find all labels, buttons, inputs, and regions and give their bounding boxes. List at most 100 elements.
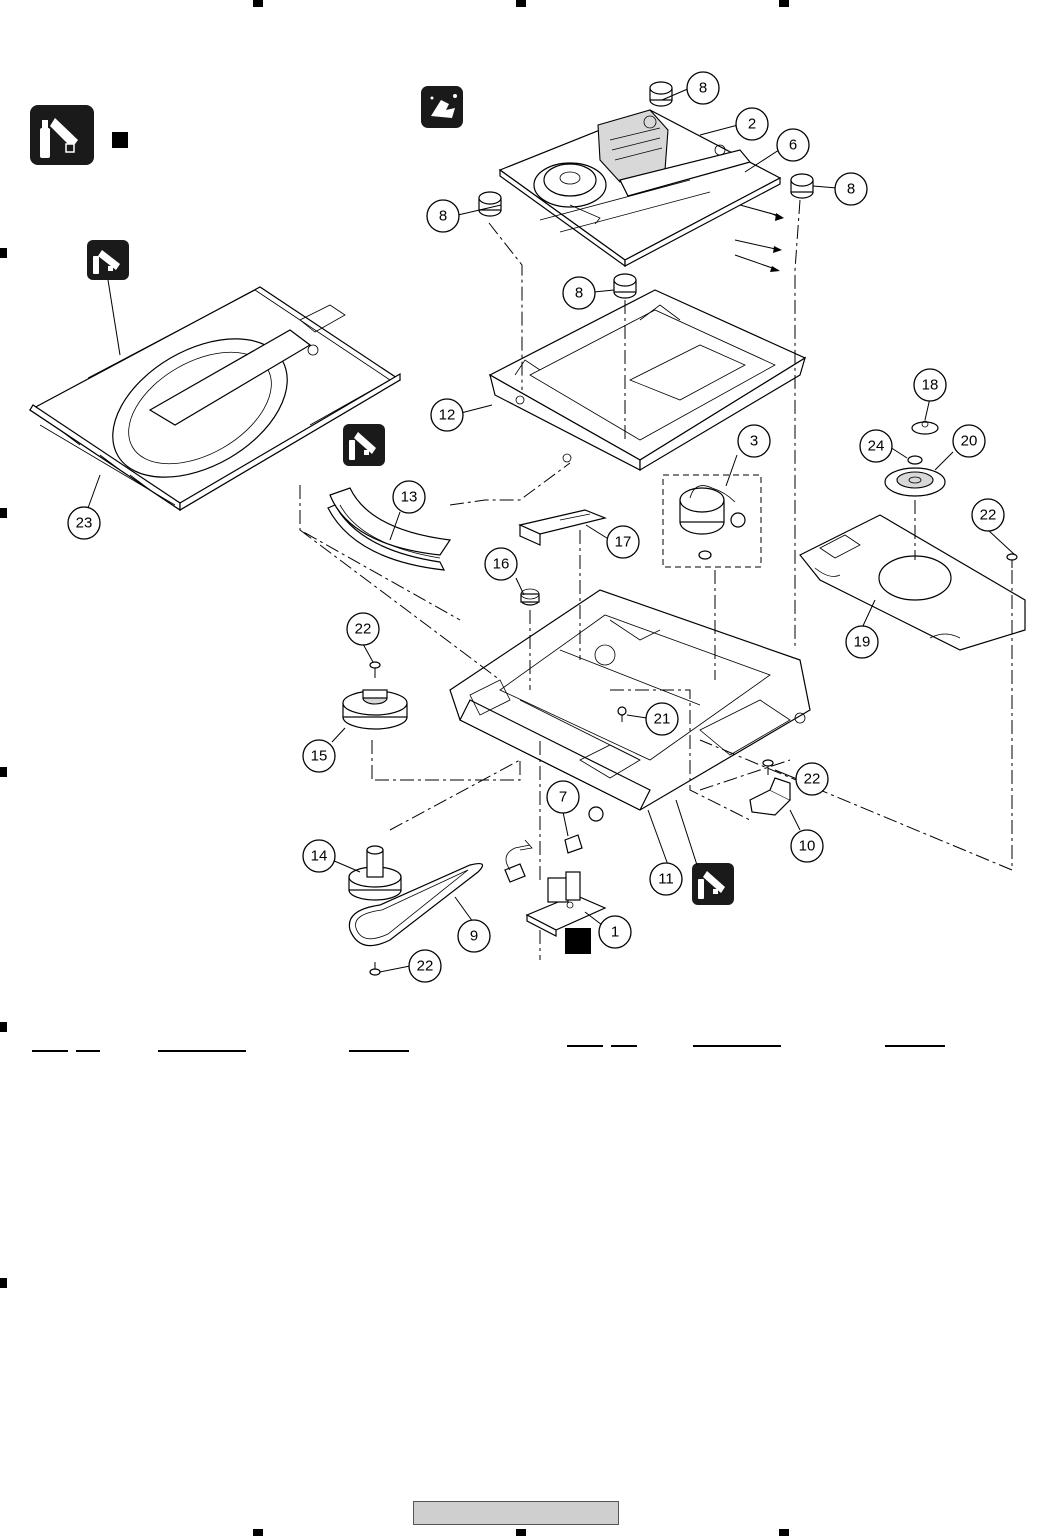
pulley-gear-part	[342, 689, 408, 730]
callout-label: 8	[699, 80, 707, 97]
table-header-rule	[693, 1045, 781, 1047]
clamper-part	[911, 420, 939, 435]
cam-gear-part	[327, 487, 452, 571]
disc-tray-part	[28, 286, 402, 512]
loading-motor-part	[679, 485, 746, 560]
callout-label: 14	[311, 848, 328, 865]
callout-label: 8	[847, 181, 855, 198]
motor-detail-box	[662, 474, 762, 568]
damper-part	[613, 273, 637, 299]
callout-9: 9	[457, 919, 491, 953]
screw-part	[369, 661, 381, 678]
bracket-part	[749, 777, 792, 816]
callout-15: 15	[302, 739, 336, 773]
cleaning-wipe-icon	[421, 86, 463, 128]
callout-label: 8	[439, 208, 447, 225]
callout-label: 16	[493, 556, 510, 573]
clamper-plate-part	[799, 514, 1026, 651]
callout-label: 23	[76, 515, 93, 532]
connector-part	[504, 806, 604, 883]
callout-16: 16	[484, 547, 518, 581]
callout-19: 19	[845, 625, 879, 659]
callout-label: 19	[854, 634, 871, 651]
black-square-marker-icon	[112, 132, 128, 148]
callout-17: 17	[606, 525, 640, 559]
screw-part	[1006, 553, 1018, 568]
registration-marks	[0, 0, 789, 1536]
main-chassis-part	[449, 589, 811, 811]
callout-label: 6	[789, 137, 797, 154]
callout-8: 8	[686, 71, 720, 105]
table-header-rule	[611, 1045, 637, 1047]
clamper-magnet-part	[884, 467, 946, 497]
callout-label: 22	[355, 621, 372, 638]
callout-23: 23	[67, 506, 101, 540]
callout-14: 14	[302, 839, 336, 873]
callout-label: 9	[470, 928, 478, 945]
leader-lines	[87, 87, 1016, 973]
table-header-rule	[349, 1050, 409, 1052]
callout-label: 15	[311, 748, 328, 765]
callout-2: 2	[735, 107, 769, 141]
callout-12: 12	[430, 398, 464, 432]
clamper-ring-part	[907, 455, 923, 465]
callout-label: 22	[804, 771, 821, 788]
slide-lever-part	[518, 509, 607, 546]
callout-1: 1	[598, 915, 632, 949]
grease-icon	[343, 424, 385, 466]
callout-8: 8	[426, 199, 460, 233]
callout-10: 10	[790, 829, 824, 863]
black-square-marker-icon	[565, 928, 591, 954]
callout-18: 18	[913, 368, 947, 402]
damper-part	[649, 81, 673, 107]
callout-8: 8	[562, 276, 596, 310]
grease-icon	[692, 863, 734, 905]
callout-22: 22	[971, 498, 1005, 532]
callout-label: 22	[980, 507, 997, 524]
callout-22: 22	[346, 612, 380, 646]
traverse-mechanism-part	[498, 109, 784, 272]
callout-22: 22	[795, 762, 829, 796]
screw-part	[762, 759, 774, 775]
callout-11: 11	[649, 862, 683, 896]
callout-label: 21	[654, 711, 671, 728]
callout-label: 8	[575, 285, 583, 302]
callout-7: 7	[546, 780, 580, 814]
table-header-rule	[76, 1050, 100, 1052]
drive-belt-inner	[355, 869, 469, 940]
table-header-rule	[885, 1045, 945, 1047]
callout-label: 12	[439, 407, 456, 424]
drive-belt-part	[348, 862, 484, 947]
table-header-rule	[32, 1050, 68, 1052]
callout-label: 18	[922, 377, 939, 394]
callout-label: 2	[748, 116, 756, 133]
callout-3: 3	[737, 424, 771, 458]
callout-label: 11	[658, 871, 674, 888]
callout-label: 3	[750, 433, 758, 450]
callout-13: 13	[392, 480, 426, 514]
callout-21: 21	[645, 702, 679, 736]
callout-6: 6	[776, 128, 810, 162]
callout-label: 22	[417, 958, 434, 975]
grease-legend-icon	[30, 105, 94, 165]
screw-part	[617, 706, 627, 722]
holder-frame-part	[488, 289, 807, 472]
callout-20: 20	[952, 424, 986, 458]
callout-label: 13	[401, 489, 418, 506]
grease-icon	[87, 240, 129, 280]
callout-label: 20	[961, 433, 978, 450]
callout-label: 24	[868, 438, 885, 455]
callout-24: 24	[859, 429, 893, 463]
callout-22: 22	[408, 949, 442, 983]
callout-label: 10	[799, 838, 816, 855]
pulley-part	[348, 845, 402, 901]
damper-part	[790, 173, 814, 199]
callout-label: 1	[611, 924, 619, 941]
table-header-rule	[567, 1045, 603, 1047]
small-gear-part	[520, 588, 540, 606]
damper-part	[478, 191, 502, 217]
callout-label: 7	[559, 789, 567, 806]
callout-8: 8	[834, 172, 868, 206]
switch-pcb-part	[525, 871, 607, 937]
